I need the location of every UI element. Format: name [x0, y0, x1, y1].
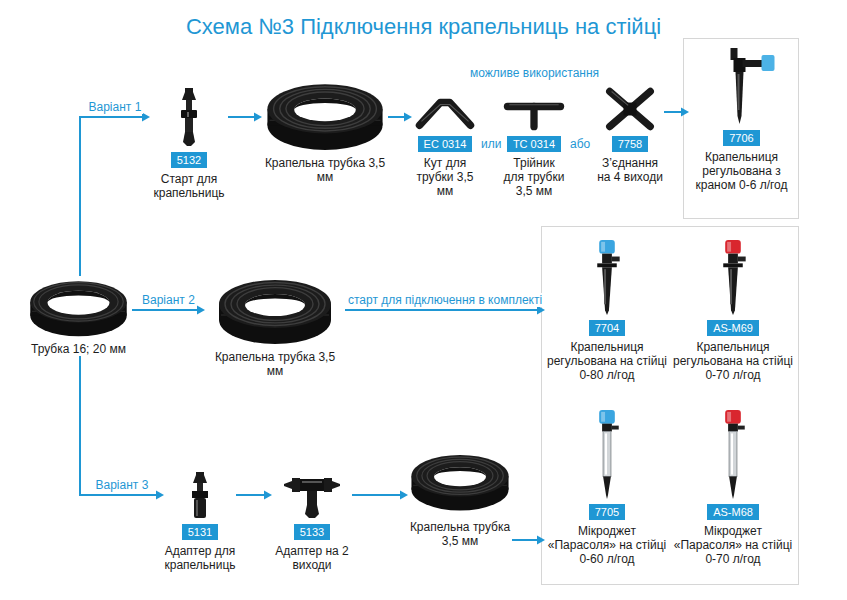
annotation: можливе використання — [470, 66, 599, 80]
connector-arrow — [664, 108, 689, 117]
product-item: 7704Крапельниця регульована на стійці 0-… — [545, 238, 669, 382]
product-code: 5132 — [171, 152, 207, 168]
product-illustration — [671, 408, 795, 500]
product-code: 7706 — [723, 130, 759, 146]
connector-arrow — [228, 113, 262, 122]
product-illustration — [412, 92, 478, 132]
arrow-head — [681, 108, 689, 117]
product-caption: Крапельниця регульована на стійці 0-70 л… — [671, 340, 795, 382]
product-illustration — [164, 470, 236, 520]
product-caption: Крапельниця регульована на стійці 0-80 л… — [545, 340, 669, 382]
connector-line — [228, 116, 255, 118]
product-caption: Мікроджет «Парасоля» на стійці 0-70 л/го… — [671, 524, 795, 566]
arrow-head — [156, 491, 164, 500]
panel-frame — [542, 227, 799, 585]
product-caption: Старт для крапельниць — [150, 172, 228, 200]
product-caption: Адаптер для крапельниць — [164, 544, 236, 572]
product-code: 7704 — [589, 320, 625, 336]
product-item: 7706Крапельниця регульована з краном 0-6… — [689, 44, 794, 192]
annotation: или — [481, 137, 501, 151]
product-illustration — [545, 238, 669, 316]
connector-line — [80, 117, 143, 276]
product-caption: Крапельна трубка 3,5 мм — [262, 156, 388, 184]
connector-arrow — [352, 491, 408, 500]
product-illustration — [262, 78, 388, 152]
product-illustration — [689, 44, 794, 126]
product-code: 7705 — [589, 504, 625, 520]
arrow-head — [254, 113, 262, 122]
product-illustration — [545, 408, 669, 500]
connector-line — [352, 494, 401, 496]
product-code: TC 0314 — [507, 136, 561, 152]
product-item: AS-M68Мікроджет «Парасоля» на стійці 0-7… — [671, 408, 795, 566]
product-caption: Кут для трубки 3,5 мм — [412, 156, 478, 198]
product-code: AS-M69 — [707, 320, 759, 336]
product-caption: Трійник для трубки 3,5 мм — [502, 156, 566, 198]
product-item: 7705Мікроджет «Парасоля» на стійці 0-60 … — [545, 408, 669, 566]
connector-line — [345, 309, 538, 311]
edge-label: старт для підключення в комплекті — [346, 293, 544, 307]
product-code: 5133 — [294, 524, 330, 540]
product-item: 7758З’єднання на 4 виходи — [596, 86, 664, 184]
connector-arrow — [236, 491, 272, 500]
connector-line — [388, 116, 405, 118]
edge-label: Варіант 1 — [87, 100, 144, 114]
product-item: Крапельна трубка 3,5 мм — [205, 274, 345, 378]
product-illustration — [596, 86, 664, 132]
product-item: Крапельна трубка 3,5 мм — [262, 78, 388, 184]
product-caption: З’єднання на 4 виходи — [596, 156, 664, 184]
connector-arrow — [80, 113, 150, 277]
product-item: Трубка 16; 20 мм — [25, 276, 132, 356]
product-caption: Крапельниця регульована з краном 0-6 л/г… — [689, 150, 794, 192]
arrow-head — [537, 536, 545, 545]
product-caption: Крапельна трубка 3,5 мм — [205, 350, 345, 378]
arrow-head — [404, 113, 412, 122]
panel-frame — [684, 39, 799, 219]
product-item: AS-M69Крапельниця регульована на стійці … — [671, 238, 795, 382]
product-item: TC 0314Трійник для трубки 3,5 мм — [502, 92, 566, 198]
product-item: 5133Адаптер на 2 виходи — [272, 470, 352, 572]
product-illustration — [671, 238, 795, 316]
product-caption: Трубка 16; 20 мм — [25, 342, 132, 356]
connector-arrow — [80, 356, 164, 500]
connector-arrow — [512, 536, 545, 545]
product-caption: Адаптер на 2 виходи — [272, 544, 352, 572]
annotation: або — [570, 137, 590, 151]
product-code: 7758 — [612, 136, 648, 152]
product-illustration — [408, 446, 512, 516]
product-illustration — [150, 86, 228, 148]
product-item: 5131Адаптер для крапельниць — [164, 470, 236, 572]
connector-line — [132, 309, 198, 311]
product-illustration — [502, 92, 566, 132]
arrow-head — [400, 491, 408, 500]
product-code: 5131 — [182, 524, 218, 540]
product-code: EC 0314 — [418, 136, 473, 152]
connector-line — [236, 494, 265, 496]
arrow-head — [197, 306, 205, 315]
connector-line — [664, 111, 682, 113]
product-illustration — [25, 276, 132, 338]
product-caption: Мікроджет «Парасоля» на стійці 0-60 л/го… — [545, 524, 669, 566]
product-illustration — [272, 470, 352, 520]
edge-label: Варіант 2 — [140, 293, 197, 307]
product-item: Крапельна трубка 3,5 мм — [408, 446, 512, 548]
connector-line — [512, 539, 538, 541]
diagram-title: Схема №3 Підключення крапельниць на стій… — [0, 14, 847, 40]
product-item: 5132Старт для крапельниць — [150, 86, 228, 200]
product-illustration — [205, 274, 345, 346]
product-code: AS-M68 — [707, 504, 759, 520]
arrow-head — [264, 491, 272, 500]
edge-label: Варіант 3 — [94, 478, 151, 492]
connector-arrow — [388, 113, 412, 122]
product-item: EC 0314Кут для трубки 3,5 мм — [412, 92, 478, 198]
product-caption: Крапельна трубка 3,5 мм — [408, 520, 512, 548]
connector-line — [80, 356, 157, 495]
